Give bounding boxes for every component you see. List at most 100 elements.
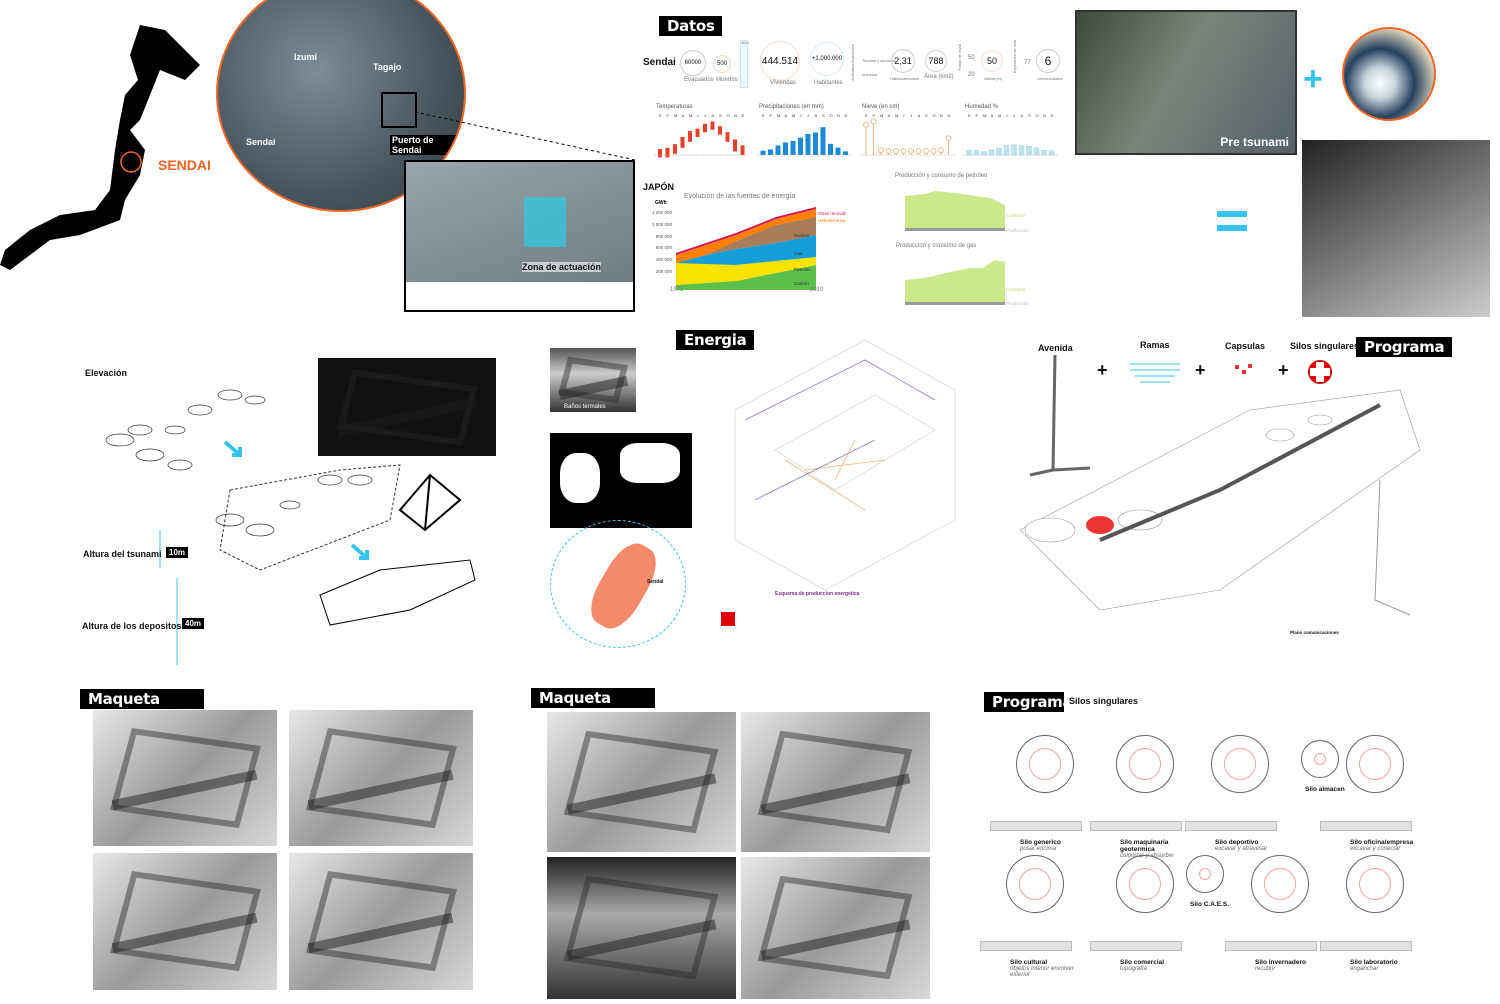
silo-plan-circle [1251,855,1309,913]
temp-bar [688,131,692,142]
temp-bar [680,137,685,148]
capsulas-label: Capsulas [1225,341,1266,351]
programa-isometric-diagram [1020,354,1421,616]
energy-source-label: Carbón [794,281,809,286]
energy-source-label: Nuclear [794,233,810,238]
tsunami-height-value: 10m [166,547,189,558]
gas-title: Producción y consumo de gas [896,243,977,249]
snow-dot [938,147,944,154]
silo-item: Silo almacen [1275,740,1385,793]
eco-title: Actividad económica [850,44,855,81]
month-label: J [903,113,905,118]
model-photo [289,710,473,846]
silos-subtitle: Silos singulares [1069,696,1139,706]
energy-source-label: Otras renovables [818,211,846,216]
month-label: F [873,113,876,118]
climate-bar [790,140,796,155]
silo-name: Silo generico [1020,839,1061,846]
snow-dot [863,121,869,128]
silo-item: Silo C.A.E.S. [1160,855,1270,908]
stat-label: Habitantes [814,80,843,86]
silo-section [1090,941,1182,951]
ytick: 200 000 [655,268,672,274]
snow-dot [908,148,914,154]
month-label: N [734,113,737,118]
hot-springs-label: Baños termales [564,404,606,410]
stat-hab-casa: 2,31 [891,49,915,73]
silo-name: Silo almacen [1305,786,1345,793]
stat-universidades: 6 [1036,49,1060,73]
energy-layer-3 [706,217,816,255]
maqueta-title-1: Maqueta [80,689,204,709]
month-label: E [968,113,971,118]
silo-name: Silo maquinaria geotermica [1120,839,1169,853]
x-start: 1971 [670,287,684,293]
silo-section [1185,821,1277,831]
temp-bar [725,132,730,142]
month-label: S [1028,113,1031,118]
stat-label: Habitantes/casa [890,76,919,81]
climate-bar [1026,146,1032,156]
silo-name: Silo laboratorio [1350,959,1398,966]
climate-bar [1003,145,1010,156]
silo-name: Silo comercial [1120,959,1165,966]
silo-plan-circle [1116,855,1174,913]
snow-dot [893,148,899,154]
climate-bar [828,143,833,155]
deposit-height-label: Altura de los depositos [82,621,182,631]
maqueta-title-2: Maqueta [531,688,655,708]
silo-plan-circle [1211,735,1269,793]
snow-dot [870,118,877,125]
climate-bar [988,149,995,156]
model-photo [741,857,930,999]
silo-name: Silo cultural [1010,959,1048,966]
eco-label: Tiendas y servicios [862,58,896,63]
month-label: F [976,113,979,118]
silo-plan-circle [1301,740,1339,778]
month-label: N [837,113,840,118]
snow-dot [878,147,884,154]
snow-dot [923,148,929,154]
snow-dot [900,148,907,154]
climate-chart-title: Nieve (en cm) [862,104,899,110]
ytick: 600 000 [655,245,672,251]
equals-icon [1217,211,1247,217]
month-label: M [777,113,780,118]
month-label: D [845,113,848,118]
month-label: O [830,113,833,118]
model-photo [289,853,473,990]
pre-tsunami-photo: Pre tsunami [1075,10,1297,155]
month-label: J [807,113,809,118]
month-label: A [785,113,788,118]
temp-bar [740,145,745,155]
month-label: E [762,113,765,118]
model-photo [93,710,277,846]
climate-bar [775,145,781,155]
month-label: A [815,113,818,118]
structure-photo [318,358,496,456]
model-photo [93,853,277,990]
month-label: N [940,113,943,118]
month-label: D [1051,113,1054,118]
snow-dot [915,148,922,154]
silo-name: Silo C.A.E.S. [1190,901,1230,908]
tsunami-height-label: Altura del tsunami [83,549,162,559]
climate-bar [1048,150,1055,156]
elevation-diagram [105,389,476,665]
temp-bar [703,123,707,133]
life-value: 77 [1024,60,1031,66]
temp-bar [673,144,677,154]
snow-dot [930,148,937,154]
climate-bar [1011,144,1017,156]
eco-label: Industria [862,72,878,77]
silo-section [1320,941,1412,951]
stat-habitantes: +1.000.000 [810,42,844,76]
stat-label: Altitud (m) [984,76,1003,81]
temp-bar [718,126,722,135]
silo-description: topografía [1120,966,1148,972]
hot-springs-photo: Baños termales [550,348,636,412]
silo-description: recubrir [1255,966,1276,972]
